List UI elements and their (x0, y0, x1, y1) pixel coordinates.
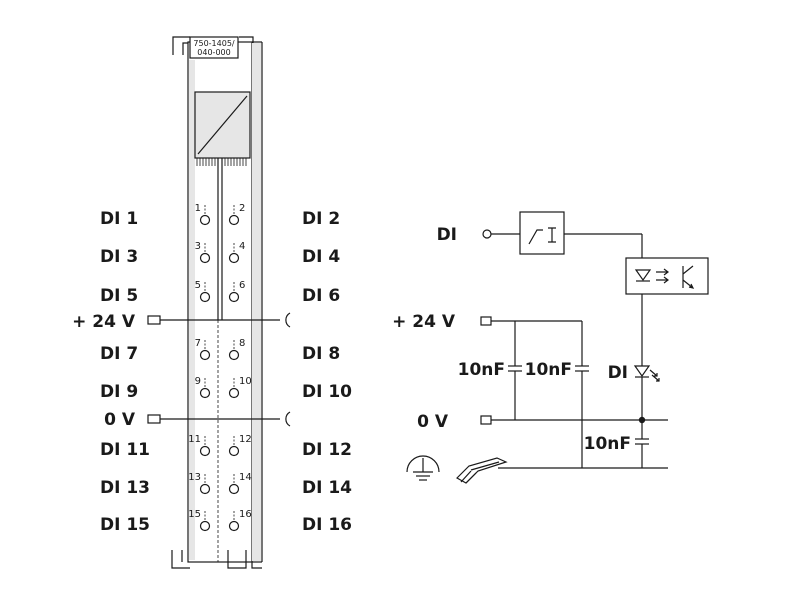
led-icon (633, 365, 660, 382)
terminal-row: 9 10 (195, 376, 252, 399)
terminal-number: 4 (239, 241, 245, 252)
channel-label-right: DI 4 (302, 247, 340, 267)
spring-terminal[interactable]: 12 (228, 434, 252, 457)
spring-terminal[interactable]: 7 (195, 338, 211, 361)
filter-icon (519, 211, 565, 255)
channel-label-left: DI 9 (100, 382, 138, 402)
spring-terminal[interactable]: 13 (188, 472, 211, 495)
channel-label-left: DI 7 (100, 344, 138, 364)
channel-label-left: DI 15 (100, 515, 150, 535)
channel-label-right: DI 10 (302, 382, 352, 402)
channel-label-left: DI 5 (100, 286, 138, 306)
plus24v-jumper (285, 312, 291, 328)
terminal-number: 16 (239, 509, 252, 520)
power-contacts: + 24 V 0 V (72, 312, 291, 430)
schematic-plus24v-terminal (480, 316, 492, 326)
channel-label-left: DI 11 (100, 440, 150, 460)
capacitor-3 (635, 438, 649, 445)
terminal-number: 11 (188, 434, 201, 445)
schematic-zero-v-label: 0 V (417, 412, 449, 432)
cap1-label: 10nF (458, 360, 505, 380)
cap3-label: 10nF (584, 434, 631, 454)
spring-terminal[interactable]: 3 (195, 241, 211, 264)
spring-terminal[interactable]: 10 (228, 376, 252, 399)
plus24v-label: + 24 V (72, 312, 136, 332)
zero-v-contact (147, 414, 161, 424)
terminal-number: 5 (195, 280, 201, 291)
zero-v-jumper (285, 411, 291, 427)
schematic-zero-v-terminal (480, 415, 492, 425)
terminal-number: 3 (195, 241, 201, 252)
channel-label-right: DI 6 (302, 286, 340, 306)
spring-terminal[interactable]: 6 (228, 280, 246, 303)
channel-labels: DI 1 DI 2 DI 3 DI 4 DI 5 DI 6 DI 7 DI 8 DI 9 DI 1… (100, 209, 352, 535)
channel-label-right: DI 16 (302, 515, 352, 535)
terminal-number: 6 (239, 280, 245, 291)
terminal-number: 13 (188, 472, 201, 483)
module-pins (196, 158, 247, 166)
channel-label-left: DI 3 (100, 247, 138, 267)
spring-terminal[interactable]: 2 (228, 203, 246, 226)
terminal-row: 11 12 (188, 434, 252, 457)
spring-terminal[interactable]: 9 (195, 376, 211, 399)
din-rail-icon (456, 457, 508, 484)
channel-label-left: DI 1 (100, 209, 138, 229)
spring-terminal[interactable]: 8 (228, 338, 246, 361)
cap2-label: 10nF (525, 360, 572, 380)
terminal-number: 9 (195, 376, 201, 387)
spring-terminal[interactable]: 15 (188, 509, 211, 532)
capacitor-1 (508, 365, 522, 372)
spring-terminal[interactable]: 11 (188, 434, 211, 457)
terminal-number: 2 (239, 203, 245, 214)
terminal-number: 15 (188, 509, 201, 520)
part-number-line1: 750-1405/ (193, 39, 235, 48)
optocoupler-icon (625, 257, 709, 295)
capacitor-2 (575, 365, 589, 372)
spring-terminal[interactable]: 4 (228, 241, 246, 264)
terminal-number: 8 (239, 338, 245, 349)
terminal-number: 1 (195, 203, 201, 214)
spring-terminal[interactable]: 14 (228, 472, 252, 495)
part-number-box (189, 36, 239, 59)
io-module: 750-1405/ 040-000 (171, 36, 263, 569)
zero-v-label: 0 V (104, 410, 136, 430)
channel-label-right: DI 8 (302, 344, 340, 364)
terminal-number: 12 (239, 434, 252, 445)
terminal-row: 13 14 (188, 472, 252, 495)
terminal-number: 10 (239, 376, 252, 387)
terminal-number: 14 (239, 472, 252, 483)
terminal-number: 7 (195, 338, 201, 349)
led-label: DI (608, 363, 628, 383)
channel-label-right: DI 12 (302, 440, 352, 460)
ground-icon (406, 455, 440, 481)
schematic-plus24v-label: + 24 V (392, 312, 456, 332)
channel-label-right: DI 14 (302, 478, 352, 498)
spring-terminal[interactable]: 1 (195, 203, 211, 226)
spring-terminal[interactable]: 5 (195, 280, 211, 303)
channel-label-left: DI 13 (100, 478, 150, 498)
part-number-line2: 040-000 (197, 48, 230, 57)
schematic-di-label: DI (437, 225, 457, 245)
input-schematic: DI DI + 24 V (392, 211, 709, 484)
channel-label-right: DI 2 (302, 209, 340, 229)
di-input-terminal (482, 229, 492, 239)
spring-terminal[interactable]: 16 (228, 509, 252, 532)
plus24v-contact (147, 315, 161, 325)
